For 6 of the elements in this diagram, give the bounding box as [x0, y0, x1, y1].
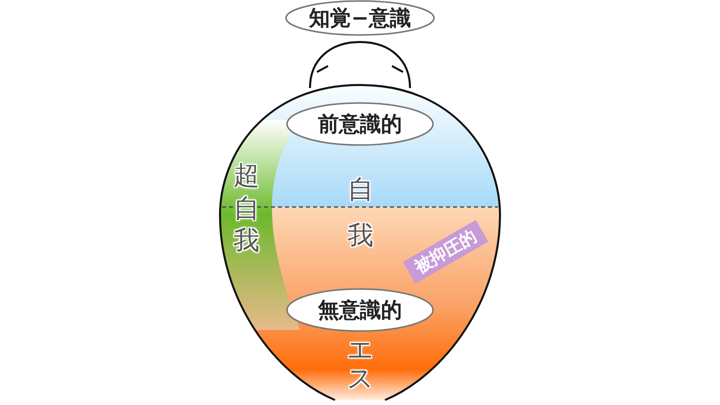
ellipse-node: 前意識的 [286, 102, 434, 146]
region-label: エス [347, 336, 374, 394]
ellipse-node: 無意識的 [286, 288, 434, 332]
region-label: 自我 [347, 174, 374, 252]
ellipse-node: 知覚−意識 [285, 0, 435, 36]
region-label: 超自我 [233, 160, 260, 258]
